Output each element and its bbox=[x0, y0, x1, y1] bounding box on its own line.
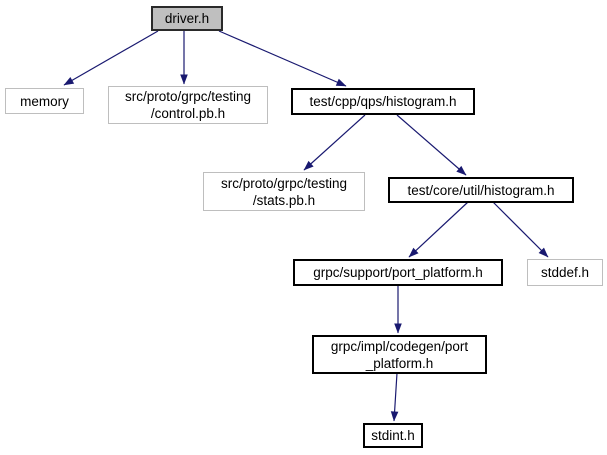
node-label: stddef.h bbox=[540, 265, 590, 280]
node-control-pb-h: src/proto/grpc/testing /control.pb.h bbox=[108, 86, 268, 124]
node-label: test/core/util/histogram.h bbox=[407, 182, 555, 198]
node-label: driver.h bbox=[164, 11, 210, 26]
node-label-line2: /control.pb.h bbox=[150, 106, 226, 121]
node-stddef-h: stddef.h bbox=[527, 259, 603, 286]
node-stdint-h[interactable]: stdint.h bbox=[363, 423, 423, 448]
node-label-line1: src/proto/grpc/testing bbox=[124, 89, 252, 104]
node-label: memory bbox=[20, 93, 69, 109]
node-label-line1: src/proto/grpc/testing bbox=[220, 175, 348, 191]
edge-driver-memory bbox=[63, 30, 159, 86]
node-label-line1: grpc/impl/codegen/port bbox=[330, 338, 469, 354]
node-grpc-impl-codegen-port-platform-h[interactable]: grpc/impl/codegen/port _platform.h bbox=[312, 335, 487, 374]
node-label: grpc/support/port_platform.h bbox=[313, 265, 483, 280]
node-grpc-support-port-platform-h[interactable]: grpc/support/port_platform.h bbox=[293, 259, 503, 286]
node-label: stdint.h bbox=[371, 428, 415, 443]
node-label-line2: /stats.pb.h bbox=[252, 192, 316, 208]
node-memory: memory bbox=[5, 88, 84, 114]
node-stats-pb-h: src/proto/grpc/testing /stats.pb.h bbox=[203, 172, 365, 211]
edge-core-histogram-stddef bbox=[492, 201, 549, 258]
node-test-core-util-histogram-h[interactable]: test/core/util/histogram.h bbox=[388, 177, 574, 203]
edge-codegen-port-stdint bbox=[390, 372, 399, 422]
edge-core-histogram-support-port bbox=[408, 201, 469, 258]
node-driver-h: driver.h bbox=[151, 6, 223, 31]
node-test-cpp-qps-histogram-h[interactable]: test/cpp/qps/histogram.h bbox=[291, 88, 475, 115]
edge-cpp-histogram-core-histogram bbox=[396, 114, 467, 176]
edge-cpp-histogram-stats-pb bbox=[303, 114, 366, 171]
node-label-line2: _platform.h bbox=[365, 355, 434, 371]
edge-driver-cpp-histogram bbox=[218, 30, 347, 87]
node-label: test/cpp/qps/histogram.h bbox=[309, 94, 457, 109]
